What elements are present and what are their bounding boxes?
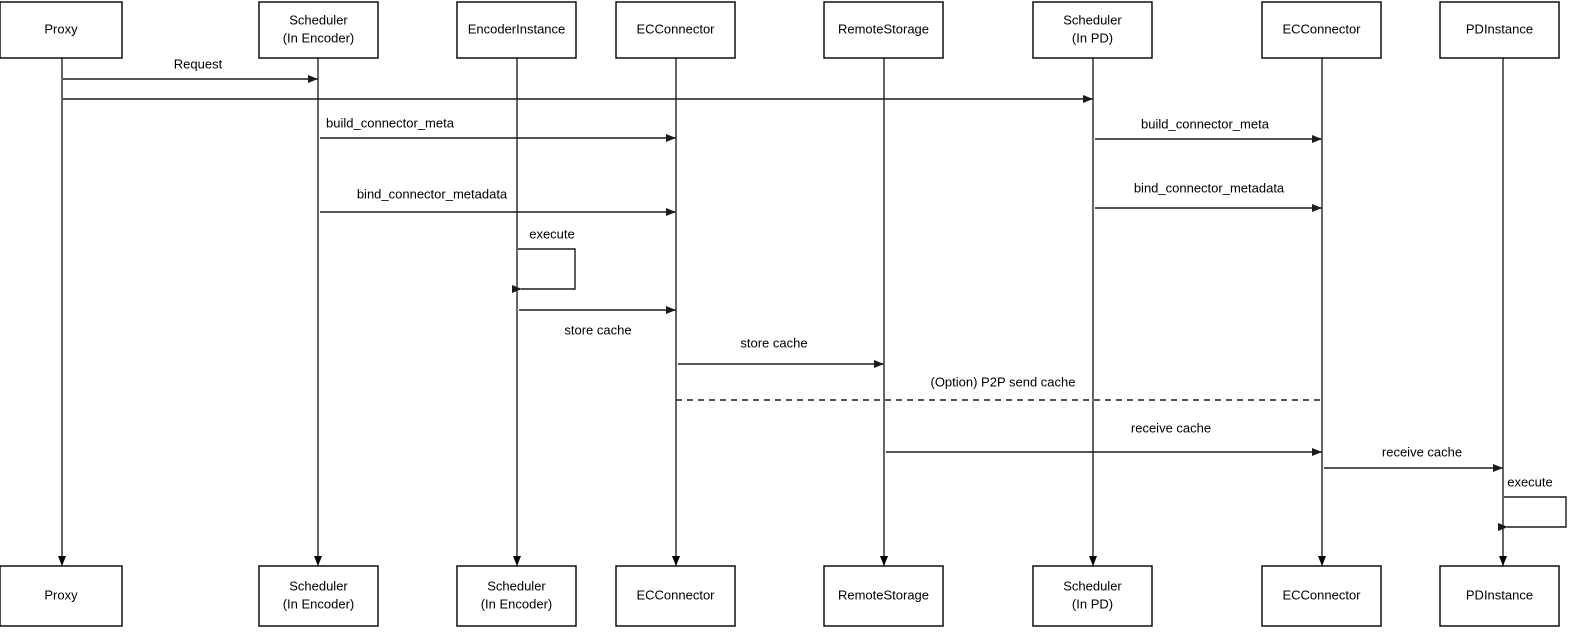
message-m7: store cache	[519, 306, 676, 337]
participant-box-bottom-pd_inst[interactable]: PDInstance	[1439, 565, 1560, 627]
self-loop-label: execute	[529, 226, 575, 241]
participant-label: ECConnector	[636, 21, 715, 36]
participant-label: RemoteStorage	[838, 21, 929, 36]
message-label: build_connector_meta	[326, 115, 455, 130]
participant-box-bottom-ec_conn_pd[interactable]: ECConnector	[1261, 565, 1382, 627]
participant-label: Scheduler	[289, 578, 348, 593]
self-loop-path	[512, 248, 576, 293]
participant-sublabel: (In PD)	[1072, 30, 1113, 45]
self-loop-label: execute	[1507, 474, 1553, 489]
participant-box-top-sched_pd[interactable]: Scheduler (In PD)	[1032, 1, 1153, 59]
message-label: (Option) P2P send cache	[930, 374, 1075, 389]
message-label: receive cache	[1131, 420, 1211, 435]
message-label: bind_connector_metadata	[357, 186, 508, 201]
message-label: Request	[174, 56, 223, 71]
participant-box-top-ec_conn_enc[interactable]: ECConnector	[615, 1, 736, 59]
self-loops-layer: execute execute	[512, 226, 1567, 531]
participant-box-top-proxy[interactable]: Proxy	[0, 1, 123, 59]
participant-label: PDInstance	[1466, 21, 1533, 36]
message-m11: receive cache	[1324, 444, 1503, 472]
message-m6: bind_connector_metadata	[1095, 180, 1322, 212]
participant-box-bottom-proxy[interactable]: Proxy	[0, 565, 123, 627]
participant-box-top-pd_inst[interactable]: PDInstance	[1439, 1, 1560, 59]
participant-label: ECConnector	[636, 587, 715, 602]
message-m5: bind_connector_metadata	[320, 186, 676, 216]
participant-box-bottom-ec_conn_enc[interactable]: ECConnector	[615, 565, 736, 627]
bottom-participant-boxes: Proxy Scheduler (In Encoder) Scheduler (In E…	[0, 565, 1560, 627]
participant-label: Scheduler	[289, 12, 348, 27]
self-loop-s1: execute	[512, 226, 576, 293]
messages-layer: Request build_connector_meta build_connect…	[63, 56, 1503, 472]
participant-label: Proxy	[44, 21, 78, 36]
participant-box-bottom-encoder_inst[interactable]: Scheduler (In Encoder)	[456, 565, 577, 627]
message-label: store cache	[564, 322, 631, 337]
participant-sublabel: (In Encoder)	[283, 596, 355, 611]
participant-label: PDInstance	[1466, 587, 1533, 602]
message-label: build_connector_meta	[1141, 116, 1270, 131]
participant-box-top-ec_conn_pd[interactable]: ECConnector	[1261, 1, 1382, 59]
message-m4: build_connector_meta	[1095, 116, 1322, 143]
participant-sublabel: (In Encoder)	[283, 30, 355, 45]
message-m10: receive cache	[886, 420, 1322, 456]
participant-label: ECConnector	[1282, 587, 1361, 602]
participant-label: RemoteStorage	[838, 587, 929, 602]
participant-box-top-sched_enc[interactable]: Scheduler (In Encoder)	[258, 1, 379, 59]
participant-box-bottom-remote_store[interactable]: RemoteStorage	[823, 565, 944, 627]
message-m3: build_connector_meta	[320, 115, 676, 142]
lifelines-layer	[58, 58, 1507, 566]
participant-sublabel: (In Encoder)	[481, 596, 553, 611]
message-label: receive cache	[1382, 444, 1462, 459]
participant-label: EncoderInstance	[468, 21, 566, 36]
participant-label: Scheduler	[1063, 578, 1122, 593]
self-loop-path	[1498, 496, 1567, 531]
participant-label: Scheduler	[1063, 12, 1122, 27]
participant-label: ECConnector	[1282, 21, 1361, 36]
participant-box-top-encoder_inst[interactable]: EncoderInstance	[456, 1, 577, 59]
message-m1: Request	[63, 56, 318, 83]
participant-box-top-remote_store[interactable]: RemoteStorage	[823, 1, 944, 59]
self-loop-s2: execute	[1498, 474, 1567, 531]
participant-box-bottom-sched_enc[interactable]: Scheduler (In Encoder)	[258, 565, 379, 627]
top-participant-boxes: Proxy Scheduler (In Encoder) EncoderInstanc…	[0, 1, 1560, 59]
participant-box-bottom-sched_pd[interactable]: Scheduler (In PD)	[1032, 565, 1153, 627]
participant-label: Proxy	[44, 587, 78, 602]
message-m8: store cache	[678, 335, 884, 368]
participant-sublabel: (In PD)	[1072, 596, 1113, 611]
message-label: store cache	[740, 335, 807, 350]
message-m9: (Option) P2P send cache	[676, 374, 1322, 401]
message-label: bind_connector_metadata	[1134, 180, 1285, 195]
participant-label: Scheduler	[487, 578, 546, 593]
